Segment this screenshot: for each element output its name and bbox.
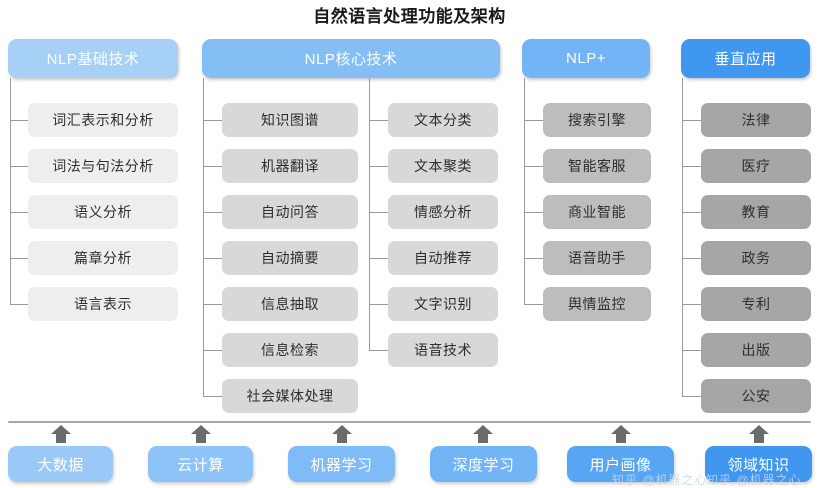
foundation-baseline bbox=[8, 421, 811, 423]
connector-stub-vertical-app-6 bbox=[682, 396, 701, 397]
connector-stub-vertical-app-5 bbox=[682, 350, 701, 351]
up-arrow-icon-5 bbox=[748, 424, 770, 444]
foundation-item-machine-learning[interactable]: 机器学习 bbox=[288, 446, 395, 482]
leaf-nlp-core-b-5[interactable]: 语音技术 bbox=[388, 333, 498, 367]
connector-trunk-nlp-plus bbox=[524, 78, 525, 304]
leaf-nlp-basic-3[interactable]: 篇章分析 bbox=[28, 241, 178, 275]
leaf-nlp-core-b-2[interactable]: 情感分析 bbox=[388, 195, 498, 229]
connector-stub-nlp-core-a-2 bbox=[203, 212, 222, 213]
leaf-nlp-core-b-1[interactable]: 文本聚类 bbox=[388, 149, 498, 183]
connector-stub-nlp-core-a-0 bbox=[203, 120, 222, 121]
leaf-vertical-app-5[interactable]: 出版 bbox=[701, 333, 811, 367]
up-arrow-icon-1 bbox=[190, 424, 212, 444]
page-title: 自然语言处理功能及架构 bbox=[313, 7, 506, 26]
connector-stub-vertical-app-3 bbox=[682, 258, 701, 259]
leaf-nlp-core-a-0[interactable]: 知识图谱 bbox=[222, 103, 358, 137]
leaf-nlp-core-a-4[interactable]: 信息抽取 bbox=[222, 287, 358, 321]
leaf-nlp-plus-3[interactable]: 语音助手 bbox=[543, 241, 651, 275]
foundation-item-domain-knowledge[interactable]: 领域知识 bbox=[705, 446, 812, 482]
up-arrow-icon-3 bbox=[472, 424, 494, 444]
leaf-nlp-plus-2[interactable]: 商业智能 bbox=[543, 195, 651, 229]
foundation-item-cloud-computing[interactable]: 云计算 bbox=[148, 446, 253, 482]
header-nlp-core[interactable]: NLP核心技术 bbox=[202, 39, 500, 78]
connector-stub-nlp-core-a-6 bbox=[203, 396, 222, 397]
foundation-item-big-data[interactable]: 大数据 bbox=[8, 446, 113, 482]
leaf-nlp-core-a-6[interactable]: 社会媒体处理 bbox=[222, 379, 358, 413]
watermark-left: 知乎 @机器之心 bbox=[612, 473, 708, 487]
leaf-vertical-app-6[interactable]: 公安 bbox=[701, 379, 811, 413]
leaf-vertical-app-0[interactable]: 法律 bbox=[701, 103, 811, 137]
connector-stub-nlp-plus-3 bbox=[524, 258, 543, 259]
connector-trunk-nlp-core-b bbox=[369, 78, 370, 350]
connector-trunk-vertical-app bbox=[682, 78, 683, 396]
connector-stub-nlp-plus-1 bbox=[524, 166, 543, 167]
leaf-vertical-app-4[interactable]: 专利 bbox=[701, 287, 811, 321]
header-nlp-basic[interactable]: NLP基础技术 bbox=[8, 39, 178, 78]
up-arrow-icon-0 bbox=[50, 424, 72, 444]
leaf-nlp-plus-0[interactable]: 搜索引擎 bbox=[543, 103, 651, 137]
watermark-right: 知乎 @机器之心 bbox=[706, 473, 802, 487]
leaf-nlp-core-b-0[interactable]: 文本分类 bbox=[388, 103, 498, 137]
connector-stub-vertical-app-2 bbox=[682, 212, 701, 213]
leaf-nlp-basic-4[interactable]: 语言表示 bbox=[28, 287, 178, 321]
leaf-nlp-core-a-3[interactable]: 自动摘要 bbox=[222, 241, 358, 275]
connector-stub-nlp-core-b-4 bbox=[369, 304, 388, 305]
connector-stub-nlp-basic-0 bbox=[10, 120, 28, 121]
leaf-nlp-core-a-5[interactable]: 信息检索 bbox=[222, 333, 358, 367]
connector-stub-nlp-core-a-5 bbox=[203, 350, 222, 351]
leaf-nlp-basic-1[interactable]: 词法与句法分析 bbox=[28, 149, 178, 183]
leaf-nlp-core-a-2[interactable]: 自动问答 bbox=[222, 195, 358, 229]
connector-stub-nlp-core-b-2 bbox=[369, 212, 388, 213]
leaf-nlp-plus-1[interactable]: 智能客服 bbox=[543, 149, 651, 183]
header-nlp-plus[interactable]: NLP+ bbox=[522, 39, 650, 78]
connector-stub-nlp-core-b-0 bbox=[369, 120, 388, 121]
leaf-nlp-basic-2[interactable]: 语义分析 bbox=[28, 195, 178, 229]
connector-stub-nlp-plus-4 bbox=[524, 304, 543, 305]
connector-stub-nlp-basic-1 bbox=[10, 166, 28, 167]
connector-stub-nlp-core-b-1 bbox=[369, 166, 388, 167]
connector-stub-vertical-app-1 bbox=[682, 166, 701, 167]
connector-trunk-nlp-core-a bbox=[203, 78, 204, 396]
up-arrow-icon-4 bbox=[610, 424, 632, 444]
leaf-nlp-core-a-1[interactable]: 机器翻译 bbox=[222, 149, 358, 183]
up-arrow-icon-2 bbox=[331, 424, 353, 444]
connector-stub-nlp-core-a-1 bbox=[203, 166, 222, 167]
connector-stub-nlp-core-a-4 bbox=[203, 304, 222, 305]
connector-stub-nlp-core-b-5 bbox=[369, 350, 388, 351]
connector-stub-nlp-basic-2 bbox=[10, 212, 28, 213]
leaf-nlp-core-b-3[interactable]: 自动推荐 bbox=[388, 241, 498, 275]
connector-trunk-nlp-basic bbox=[10, 78, 11, 304]
connector-stub-nlp-core-b-3 bbox=[369, 258, 388, 259]
leaf-nlp-core-b-4[interactable]: 文字识别 bbox=[388, 287, 498, 321]
connector-stub-vertical-app-0 bbox=[682, 120, 701, 121]
connector-stub-nlp-plus-2 bbox=[524, 212, 543, 213]
connector-stub-nlp-core-a-3 bbox=[203, 258, 222, 259]
connector-stub-nlp-plus-0 bbox=[524, 120, 543, 121]
foundation-item-deep-learning[interactable]: 深度学习 bbox=[430, 446, 537, 482]
connector-stub-nlp-basic-4 bbox=[10, 304, 28, 305]
leaf-vertical-app-2[interactable]: 教育 bbox=[701, 195, 811, 229]
connector-stub-nlp-basic-3 bbox=[10, 258, 28, 259]
foundation-item-user-profile[interactable]: 用户画像 bbox=[567, 446, 674, 482]
leaf-nlp-basic-0[interactable]: 词汇表示和分析 bbox=[28, 103, 178, 137]
leaf-vertical-app-3[interactable]: 政务 bbox=[701, 241, 811, 275]
leaf-nlp-plus-4[interactable]: 舆情监控 bbox=[543, 287, 651, 321]
connector-stub-vertical-app-4 bbox=[682, 304, 701, 305]
leaf-vertical-app-1[interactable]: 医疗 bbox=[701, 149, 811, 183]
header-vertical-app[interactable]: 垂直应用 bbox=[681, 39, 810, 78]
